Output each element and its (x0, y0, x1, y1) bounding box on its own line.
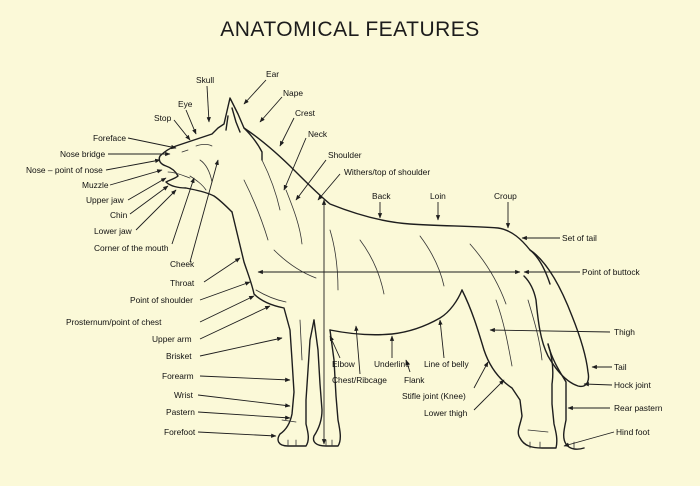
label-chest-ribcage: Chest/Ribcage (332, 375, 387, 385)
label-elbow: Elbow (332, 359, 356, 369)
leader-lines (105, 79, 615, 447)
label-upper-arm: Upper arm (152, 334, 192, 344)
label-back: Back (372, 191, 391, 201)
dog-face-details (167, 144, 213, 191)
label-wrist: Wrist (174, 390, 194, 400)
dog-illustration (158, 97, 590, 450)
label-cheek: Cheek (170, 259, 195, 269)
label-point-of-buttock: Point of buttock (582, 267, 641, 277)
label-pastern: Pastern (166, 407, 195, 417)
label-set-of-tail: Set of tail (562, 233, 597, 243)
label-point-of-shoulder: Point of shoulder (130, 295, 193, 305)
label-chin: Chin (110, 210, 128, 220)
label-stifle: Stifle joint (Knee) (402, 391, 466, 401)
label-nose-point: Nose – point of nose (26, 165, 103, 175)
label-lower-thigh: Lower thigh (424, 408, 468, 418)
label-thigh: Thigh (614, 327, 635, 337)
dog-tail (523, 249, 590, 388)
label-shoulder: Shoulder (328, 150, 362, 160)
dog-hind-leg (461, 289, 558, 449)
label-stop: Stop (154, 113, 172, 123)
label-hind-foot: Hind foot (616, 427, 650, 437)
label-flank: Flank (404, 375, 425, 385)
label-line-of-belly: Line of belly (424, 359, 470, 369)
label-nose-bridge: Nose bridge (60, 149, 106, 159)
labels: Skull Ear Eye Nape Stop Crest Neck Foref… (26, 69, 663, 437)
label-underline: Underline (374, 359, 410, 369)
label-crest: Crest (295, 108, 316, 118)
label-upper-jaw: Upper jaw (86, 195, 125, 205)
label-lower-jaw: Lower jaw (94, 226, 133, 236)
label-nape: Nape (283, 88, 303, 98)
label-forearm: Forearm (162, 371, 194, 381)
label-hock-joint: Hock joint (614, 380, 651, 390)
label-forefoot: Forefoot (164, 427, 196, 437)
label-rear-pastern: Rear pastern (614, 403, 663, 413)
label-prosternum: Prosternum/point of chest (66, 317, 162, 327)
dog-front-leg-far (312, 319, 341, 447)
dog-ear-inner (225, 107, 241, 133)
label-withers: Withers/top of shoulder (344, 167, 430, 177)
label-tail: Tail (614, 362, 627, 372)
dog-head-outline (158, 97, 263, 213)
label-brisket: Brisket (166, 351, 192, 361)
label-loin: Loin (430, 191, 446, 201)
dog-underline (329, 289, 463, 336)
label-throat: Throat (170, 278, 195, 288)
label-neck: Neck (308, 129, 328, 139)
label-eye: Eye (178, 99, 193, 109)
label-skull: Skull (196, 75, 214, 85)
label-muzzle: Muzzle (82, 180, 109, 190)
label-foreface: Foreface (93, 133, 126, 143)
dog-front-outline (231, 211, 315, 447)
dog-topline (243, 127, 551, 285)
label-corner-of-mouth: Corner of the mouth (94, 243, 169, 253)
label-ear: Ear (266, 69, 279, 79)
diagram-title: ANATOMICAL FEATURES (220, 18, 480, 41)
dog-hind-leg-far (547, 343, 585, 450)
label-croup: Croup (494, 191, 517, 201)
